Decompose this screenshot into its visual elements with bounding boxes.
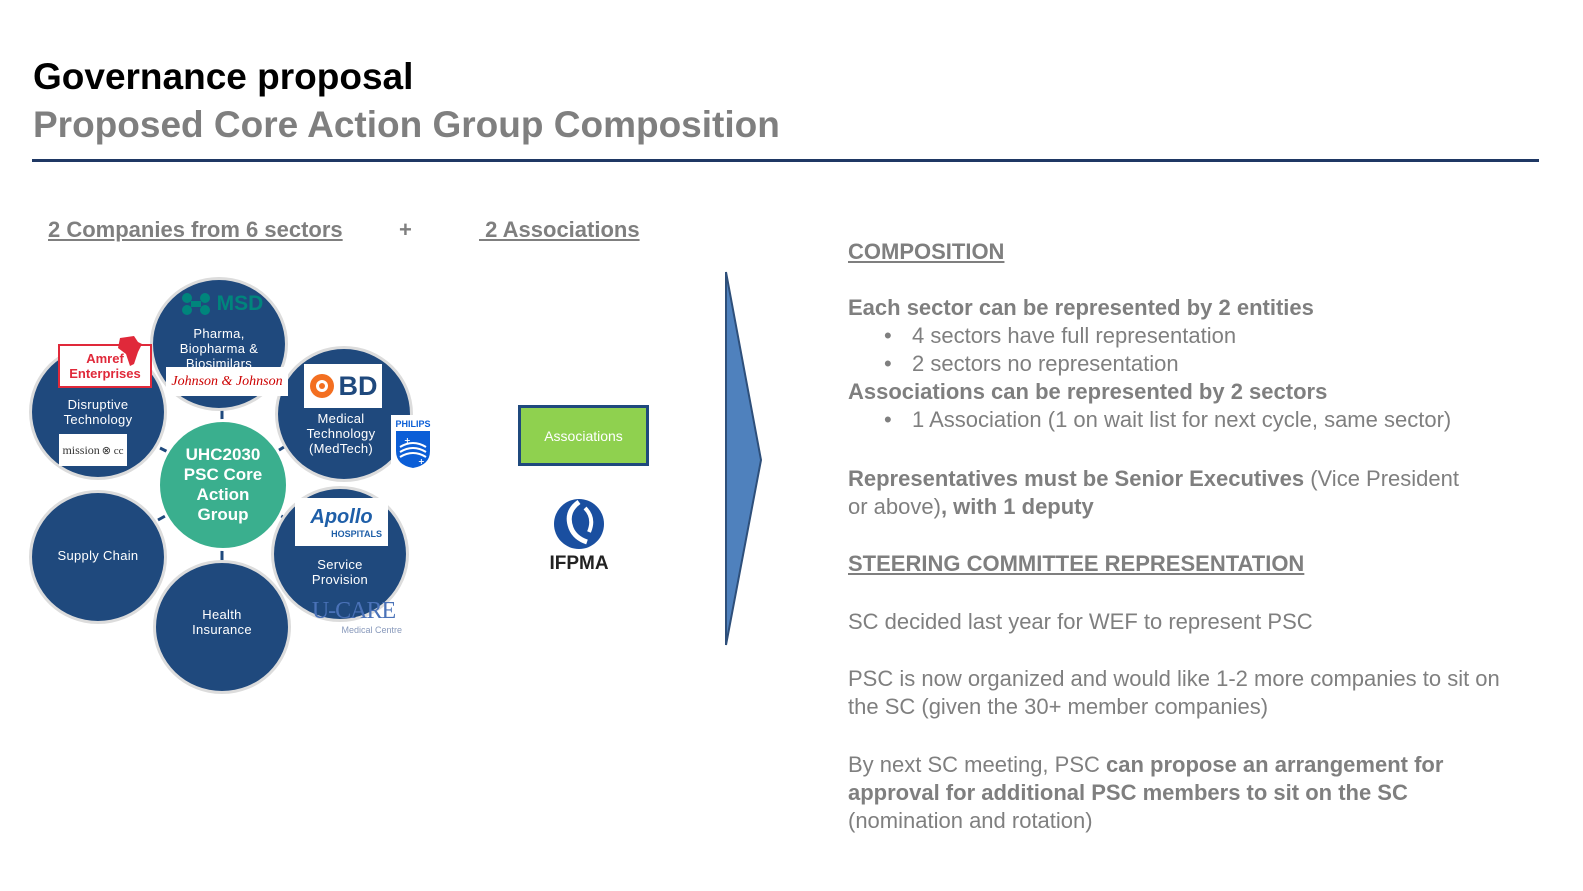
next-meeting-text: By next SC meeting, PSC can propose an a… [848, 751, 1508, 835]
sector-bullet-2-text: 2 sectors no representation [912, 351, 1179, 376]
sector-pharma-line3: Biosimilars [185, 355, 253, 371]
composition-heading: COMPOSITION [848, 239, 1005, 264]
companies-heading: 2 Companies from 6 sectors [48, 217, 343, 242]
representatives-text: Representatives must be Senior Executive… [848, 465, 1468, 521]
reps-bold2: , with 1 deputy [940, 494, 1094, 519]
center-line3: Action [196, 485, 250, 504]
associations-heading: 2 Associations [479, 217, 640, 242]
core-action-group-circle: UHC2030 PSC Core Action Group [157, 419, 289, 551]
sc-decided-line: SC decided last year for WEF to represen… [848, 609, 1313, 634]
center-line4: Group [197, 505, 249, 524]
sector-service-provision: Service Provision [271, 486, 409, 622]
assoc-bullet-1: •1 Association (1 on wait list for next … [884, 407, 1452, 432]
mission-logo: mission ⊗ cc [59, 434, 127, 466]
ifpma-logo: IFPMA [540, 498, 618, 574]
bd-logo: BD [304, 364, 382, 408]
next-meeting-bold: can propose an arrangement for approval … [848, 752, 1444, 805]
ucare-logo-text: U-CARE [311, 597, 396, 624]
center-line2: PSC Core [183, 465, 263, 484]
chevron-arrow-icon [725, 271, 763, 646]
composition-section: COMPOSITION [848, 238, 1528, 266]
next-meeting-normal: By next SC meeting, PSC [848, 752, 1106, 777]
svg-text:+: + [418, 457, 425, 466]
sector-medtech-line1: Medical [317, 410, 365, 426]
sector-health-line2: Insurance [192, 622, 252, 637]
philips-logo-text: PHILIPS [395, 419, 431, 429]
apollo-logo-sub: HOSPITALS [331, 528, 382, 539]
sector-rep-text: Each sector can be represented by 2 enti… [848, 295, 1314, 320]
associations-box: Associations [518, 405, 649, 466]
center-line1: UHC2030 [185, 445, 261, 464]
msd-mark-icon [181, 293, 210, 315]
ucare-logo: U-CARE Medical Centre [303, 597, 404, 635]
page-subtitle: Proposed Core Action Group Composition [33, 104, 780, 145]
sector-medtech-line3: (MedTech) [308, 440, 374, 456]
sector-medtech-line2: Technology [306, 425, 376, 441]
sector-pharma-line1: Pharma, [193, 325, 245, 341]
steering-heading: STEERING COMMITTEE REPRESENTATION [848, 551, 1305, 576]
msd-logo-text: MSD [216, 292, 264, 315]
assoc-bullet-1-text: 1 Association (1 on wait list for next c… [912, 407, 1452, 432]
sector-service-line2: Provision [311, 572, 369, 587]
sector-supply-chain: Supply Chain [29, 490, 167, 624]
page-title: Governance proposal [33, 56, 414, 97]
sector-disruptive-line1: Disruptive [67, 397, 129, 412]
philips-logo: PHILIPS + + [391, 415, 435, 473]
amref-logo-line1: Amref [86, 351, 124, 366]
sector-representation: Each sector can be represented by 2 enti… [848, 294, 1528, 434]
bd-logo-text: BD [338, 370, 378, 401]
ucare-logo-sub: Medical Centre [341, 624, 402, 635]
sector-health-line1: Health [202, 607, 242, 622]
sector-pharma-line2: Biopharma & [179, 340, 259, 356]
plus-sign: + [399, 217, 412, 242]
amref-logo-line2: Enterprises [69, 366, 141, 381]
sector-supply-line1: Supply Chain [57, 547, 139, 563]
ifpma-logo-text: IFPMA [549, 553, 609, 574]
sector-health-insurance: Health Insurance [153, 560, 291, 694]
philips-shield-icon: + + [396, 431, 430, 468]
sector-bullet-1: •4 sectors have full representation [884, 323, 1237, 348]
reps-normal: (Vice President or above) [848, 466, 1459, 519]
apollo-logo: Apollo HOSPITALS [295, 498, 388, 546]
svg-text:+: + [404, 436, 411, 445]
msd-logo: MSD [172, 289, 270, 319]
sector-service-line1: Service [317, 557, 363, 572]
mission-logo-mark: ⊗ cc [101, 444, 124, 457]
psc-organized-text: PSC is now organized and would like 1-2 … [848, 665, 1508, 721]
mission-logo-text: mission [62, 442, 100, 457]
reps-bold: Representatives must be Senior Executive… [848, 466, 1305, 491]
assoc-rep-text: Associations can be represented by 2 sec… [848, 379, 1328, 404]
jnj-logo: Johnson & Johnson [166, 367, 288, 396]
psc-organized-line: PSC is now organized and would like 1-2 … [848, 666, 1500, 719]
apollo-logo-text: Apollo [310, 505, 373, 528]
ifpma-mark-icon [554, 499, 604, 549]
sector-bullet-1-text: 4 sectors have full representation [912, 323, 1237, 348]
sector-disruptive-line2: Technology [63, 412, 133, 427]
title-divider [32, 159, 1539, 162]
bd-sun-icon [309, 374, 334, 398]
steering-section: STEERING COMMITTEE REPRESENTATION [848, 550, 1528, 578]
sector-bullet-2: •2 sectors no representation [884, 351, 1179, 376]
sc-decided-text: SC decided last year for WEF to represen… [848, 608, 1528, 636]
next-meeting-tail: (nomination and rotation) [848, 808, 1093, 833]
africa-map-icon [118, 336, 142, 366]
